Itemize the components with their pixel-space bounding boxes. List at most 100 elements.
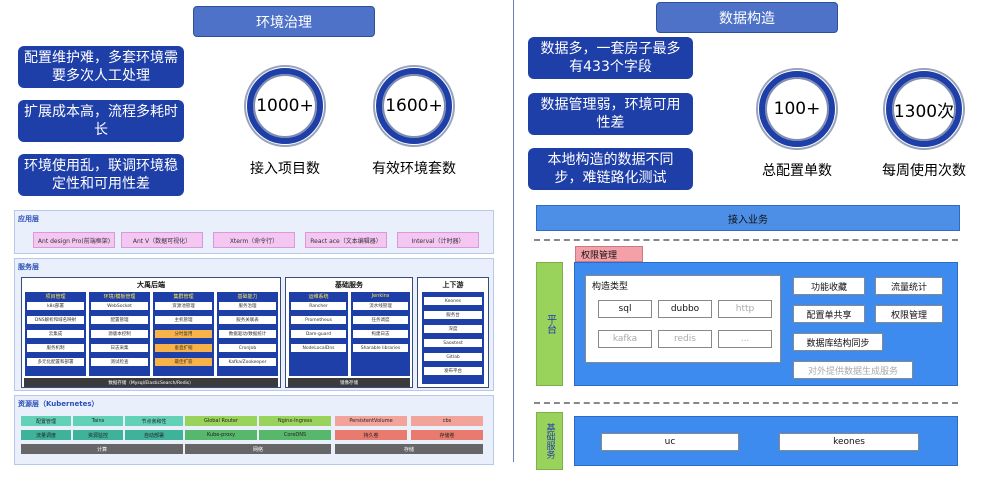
resource-cell: Nginx-Ingress xyxy=(259,416,331,426)
resource-cell: CoreDNS xyxy=(259,430,331,440)
column-title: 集群管理 xyxy=(173,294,194,300)
platform-label-text: 平台 xyxy=(544,314,556,334)
access-business-bar: 接入业务 xyxy=(536,205,960,231)
app-layer-title: 应用层 xyxy=(18,215,39,223)
type-kafka: kafka xyxy=(598,330,652,348)
base-service-side-label: 基础服务 xyxy=(536,412,563,470)
resource-cell: Tains xyxy=(73,416,123,426)
column-cell: 最佳扩容 xyxy=(155,358,212,366)
upstream-column: Keones 服务台 深度 Saoxtest Gitlab 发布平台 xyxy=(422,292,484,384)
column-title: 项目管理 xyxy=(45,294,66,300)
resource-cell: 自动部署 xyxy=(125,430,183,440)
column-cell: 服务关联表 xyxy=(219,316,276,324)
platform-side-label: 平台 xyxy=(536,262,563,386)
left-title: 环境治理 xyxy=(193,6,375,37)
right-problem-1: 数据多，一套房子最多有433个字段 xyxy=(528,37,693,79)
column-cell: Dam-guard xyxy=(291,330,346,338)
resource-cell: 配置管理 xyxy=(21,416,71,426)
resource-bar-storage: 存储 xyxy=(335,444,483,454)
perm-tab: 权限管理 xyxy=(575,246,643,262)
left-problem-1: 配置维护难，多套环境需要多次人工处理 xyxy=(18,46,184,88)
backend-column: 集群管理 资源池管理 主机管理 分时复用 垂直扩缩 最佳扩容 xyxy=(153,292,214,376)
app-item: React ace（文本编辑器） xyxy=(305,232,387,248)
backend-column: 项目管理 k8s部署 DNS解析和域名映射 云集成 服务机制 多元化配置和部署 xyxy=(25,292,86,376)
right-stat-ring-1: 100+ xyxy=(756,68,838,150)
base-column: Jenkins 流水线管理 任务调度 构建日志 Sharable librari… xyxy=(351,292,410,376)
right-problem-3: 本地构造的数据不同步，难链路化测试 xyxy=(528,148,693,190)
column-cell: Kafka/Zookeeper xyxy=(219,358,276,366)
resource-cell: 资源监控 xyxy=(73,430,123,440)
architecture-diagram: 应用层 Ant design Pro(前端框架) Ant V（数据可视化） Xt… xyxy=(14,210,494,466)
column-cell: 资源池管理 xyxy=(155,302,212,310)
column-cell: Keones xyxy=(424,297,482,305)
platform-box: 构造类型 sql dubbo http kafka redis ... 功能收藏… xyxy=(574,262,958,386)
column-cell: 服务机制 xyxy=(27,344,84,352)
column-title: 基础能力 xyxy=(237,294,258,300)
column-cell: 服务治理 xyxy=(219,302,276,310)
right-problem-2: 数据管理弱，环境可用性差 xyxy=(528,93,693,135)
resource-bar-compute: 计算 xyxy=(21,444,183,454)
column-cell: 构建日志 xyxy=(353,330,408,338)
feature-traffic-stats: 流量统计 xyxy=(875,277,943,295)
service-layer: 服务层 大禹后端 项目管理 k8s部署 DNS解析和域名映射 云集成 服务机制 … xyxy=(14,258,494,391)
backend-group: 大禹后端 项目管理 k8s部署 DNS解析和域名映射 云集成 服务机制 多元化配… xyxy=(21,277,281,388)
backend-column: 环境/模板管理 WebSocket 配置管理 源版本控制 日志采集 测试检查 xyxy=(89,292,150,376)
right-title: 数据构造 xyxy=(656,2,838,33)
type-dubbo: dubbo xyxy=(658,300,712,318)
construct-types-title: 构造类型 xyxy=(592,282,629,292)
column-cell: 源版本控制 xyxy=(91,330,148,338)
type-http: http xyxy=(718,300,772,318)
right-stat-ring-2: 1300次 xyxy=(883,68,965,150)
app-item: Interval（计时器） xyxy=(397,232,479,248)
base-item-keones: keones xyxy=(779,433,919,451)
resource-cell: 存储卷 xyxy=(411,430,483,440)
dashed-separator-bottom xyxy=(534,402,958,404)
resource-layer: 资源层（Kubernetes） 配置管理 Tains 节点亲和性 Global … xyxy=(14,395,494,465)
column-cell: Sharable libraries xyxy=(353,344,408,352)
feature-config-share: 配置单共享 xyxy=(793,305,865,323)
backend-footer: 数据存储（Mysql/ElasticSearch/Redis） xyxy=(24,378,278,387)
column-cell: 垂直扩缩 xyxy=(155,344,212,352)
column-cell: 发布平台 xyxy=(424,367,482,375)
column-cell: NodeLocalDns xyxy=(291,344,346,352)
base-item-uc: uc xyxy=(601,433,739,451)
left-problem-3: 环境使用乱，联调环境稳定性和可用性差 xyxy=(18,154,184,196)
column-cell: 深度 xyxy=(424,325,482,333)
column-cell: 分时复用 xyxy=(155,330,212,338)
base-column: 运维系统 Rancher Prometheus Dam-guard NodeLo… xyxy=(289,292,348,376)
feature-favorites: 功能收藏 xyxy=(793,277,865,295)
column-title: 运维系统 xyxy=(308,294,329,300)
column-cell: 日志采集 xyxy=(91,344,148,352)
left-stat-label-1: 接入项目数 xyxy=(250,161,320,177)
base-service-label-text: 基础服务 xyxy=(544,423,555,459)
left-stat-label-2: 有效环境套数 xyxy=(372,161,456,177)
column-cell: 测试检查 xyxy=(91,358,148,366)
left-stat-ring-2: 1600+ xyxy=(373,65,455,147)
resource-cell: 节点亲和性 xyxy=(125,416,183,426)
base-services-group: 基础服务 运维系统 Rancher Prometheus Dam-guard N… xyxy=(285,277,413,388)
column-title: 环境/模板管理 xyxy=(103,294,136,300)
upstream-title: 上下游 xyxy=(442,281,464,289)
resource-cell: 持久卷 xyxy=(335,430,407,440)
column-cell: CronJob xyxy=(219,344,276,352)
column-cell: Gitlab xyxy=(424,353,482,361)
type-more: ... xyxy=(718,330,772,348)
column-cell: k8s部署 xyxy=(27,302,84,310)
feature-permission: 权限管理 xyxy=(875,305,943,323)
resource-cell: Kube-proxy xyxy=(185,430,257,440)
center-divider xyxy=(513,0,514,462)
backend-column: 基础能力 服务治理 服务关联表 数据驱动/数据统计 CronJob Kafka/… xyxy=(217,292,278,376)
resource-cell: 流量调度 xyxy=(21,430,71,440)
base-service-box: uc keones xyxy=(574,416,958,466)
column-cell: 主机管理 xyxy=(155,316,212,324)
base-footer: 镜像存储 xyxy=(288,378,410,387)
column-title: Jenkins xyxy=(371,293,390,299)
resource-layer-title: 资源层（Kubernetes） xyxy=(18,400,99,408)
column-cell: Rancher xyxy=(291,302,346,310)
construct-types-panel: 构造类型 sql dubbo http kafka redis ... xyxy=(585,275,781,363)
left-problem-2: 扩展成本高，流程多耗时长 xyxy=(18,100,184,142)
column-cell: 数据驱动/数据统计 xyxy=(219,330,276,338)
column-cell: WebSocket xyxy=(91,302,148,310)
service-layer-title: 服务层 xyxy=(18,263,39,271)
column-cell: Saoxtest xyxy=(424,339,482,347)
